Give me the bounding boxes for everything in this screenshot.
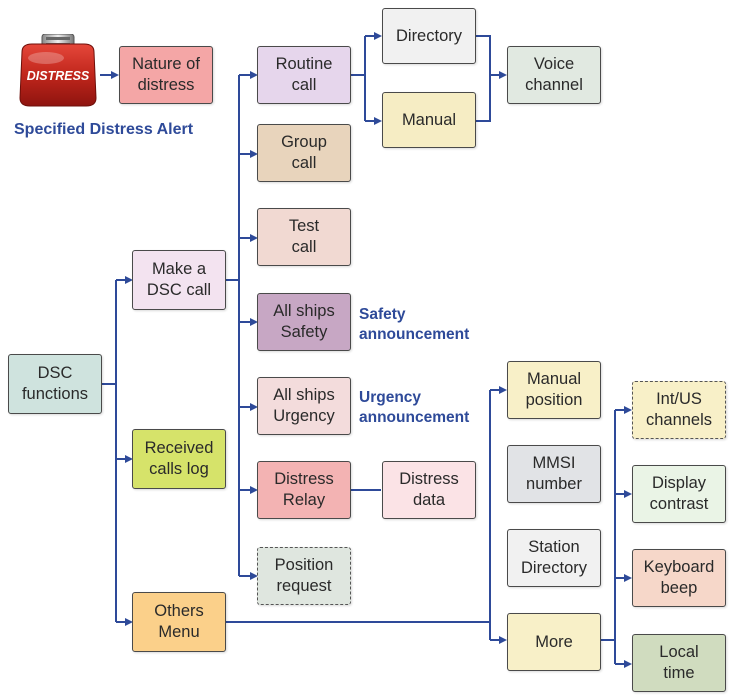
position-request-node[interactable]: Position request	[257, 547, 351, 605]
received-calls-log-node[interactable]: Received calls log	[132, 429, 226, 489]
station-directory-node[interactable]: Station Directory	[507, 529, 601, 587]
make-dsc-call-node[interactable]: Make a DSC call	[132, 250, 226, 310]
group-call-node[interactable]: Group call	[257, 124, 351, 182]
routine-call-node[interactable]: Routine call	[257, 46, 351, 104]
int-us-channels-node[interactable]: Int/US channels	[632, 381, 726, 439]
all-ships-safety-node[interactable]: All ships Safety	[257, 293, 351, 351]
test-call-node[interactable]: Test call	[257, 208, 351, 266]
keyboard-beep-node[interactable]: Keyboard beep	[632, 549, 726, 607]
more-node[interactable]: More	[507, 613, 601, 671]
alert-caption: Specified Distress Alert	[14, 121, 194, 138]
distress-button-text: DISTRESS	[27, 69, 90, 83]
distress-button-icon: DISTRESS	[16, 33, 100, 108]
safety-announcement-label: Safety announcement	[359, 306, 470, 343]
mmsi-number-node[interactable]: MMSI number	[507, 445, 601, 503]
directory-node[interactable]: Directory	[382, 8, 476, 64]
local-time-node[interactable]: Local time	[632, 634, 726, 692]
voice-channel-node[interactable]: Voice channel	[507, 46, 601, 104]
manual-node[interactable]: Manual	[382, 92, 476, 148]
all-ships-urgency-node[interactable]: All ships Urgency	[257, 377, 351, 435]
manual-position-node[interactable]: Manual position	[507, 361, 601, 419]
others-menu-node[interactable]: Others Menu	[132, 592, 226, 652]
nature-of-distress-node[interactable]: Nature of distress	[119, 46, 213, 104]
urgency-announcement-label: Urgency announcement	[359, 389, 470, 426]
display-contrast-node[interactable]: Display contrast	[632, 465, 726, 523]
distress-relay-node[interactable]: Distress Relay	[257, 461, 351, 519]
dsc-functions-node[interactable]: DSC functions	[8, 354, 102, 414]
distress-data-node[interactable]: Distress data	[382, 461, 476, 519]
